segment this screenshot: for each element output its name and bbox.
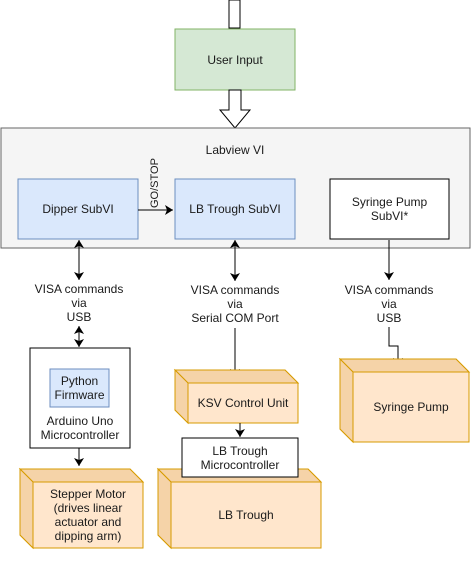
labview-title: Labview VI: [205, 143, 265, 157]
visa-com-line3: Serial COM Port: [191, 311, 279, 325]
user-input-to-labview-arrow: [218, 89, 252, 129]
go-stop-label: GO/STOP: [149, 158, 161, 208]
visa-right-line2: via: [381, 297, 397, 311]
python-firmware-label: Python Firmware: [50, 369, 109, 407]
lb-micro-line2: Microcontroller: [200, 457, 280, 472]
visa-right-line3: USB: [376, 311, 402, 325]
syringe-pump-block: [338, 357, 471, 444]
visa-right-line1: VISA commands: [344, 283, 434, 297]
visa-usb-right-label: VISA commands via USB: [330, 283, 448, 325]
stepper-line4: dipping arm): [54, 529, 122, 543]
visa-left-line1: VISA commands: [34, 282, 124, 296]
top-hollow-arrow: [228, 0, 241, 29]
lb-trough-subvi-label: LB Trough SubVI: [189, 202, 281, 216]
lb-trough-subvi-box: [174, 178, 296, 240]
visa-usb-left-label: VISA commands via USB: [20, 282, 138, 324]
syringe-pump-subvi-label: Syringe Pump SubVI*: [330, 179, 449, 239]
stepper-line2: (drives linear: [53, 501, 123, 515]
usb-syringe-pump-arrow: [388, 327, 403, 366]
syringe-pump-subvi-box: [329, 178, 450, 240]
visa-left-line2: via: [71, 296, 87, 310]
dipper-subvi-box: [17, 178, 139, 240]
ksv-control-unit-block: [173, 368, 300, 425]
visa-left-line3: USB: [66, 310, 92, 324]
python-line1: Python: [60, 374, 99, 388]
syringe-pump-label: Syringe Pump: [373, 400, 449, 414]
syringe-subvi-line1: Syringe Pump: [351, 195, 428, 209]
lb-trough-microcontroller-label: LB Trough Microcontroller: [182, 438, 298, 477]
lb-trough-microcontroller-box-front: [181, 437, 299, 478]
visa-com-line1: VISA commands: [190, 283, 280, 297]
syringe-subvi-line2: SubVI*: [370, 209, 409, 223]
ksv-control-unit-label: KSV Control Unit: [197, 396, 289, 410]
arduino-label: Arduino Uno Microcontroller: [30, 414, 130, 442]
user-input-box: [174, 28, 296, 91]
dipper-subvi-label: Dipper SubVI: [42, 202, 114, 216]
visa-com-label: VISA commands via Serial COM Port: [172, 283, 298, 325]
stepper-line3: actuator and: [54, 515, 122, 529]
arduino-line2: Microcontroller: [40, 428, 120, 442]
lb-micro-line1: LB Trough: [212, 443, 268, 458]
stepper-line1: Stepper Motor: [49, 487, 127, 501]
stepper-motor-block: [18, 467, 145, 550]
python-firmware-box: [49, 368, 110, 408]
arduino-line1: Arduino Uno: [46, 414, 114, 428]
visa-com-line2: via: [227, 297, 243, 311]
python-line2: Firmware: [54, 388, 105, 402]
lb-trough-label: LB Trough: [218, 508, 274, 522]
user-input-label: User Input: [207, 52, 263, 67]
stepper-motor-label: Stepper Motor (drives linear actuator an…: [33, 484, 143, 546]
